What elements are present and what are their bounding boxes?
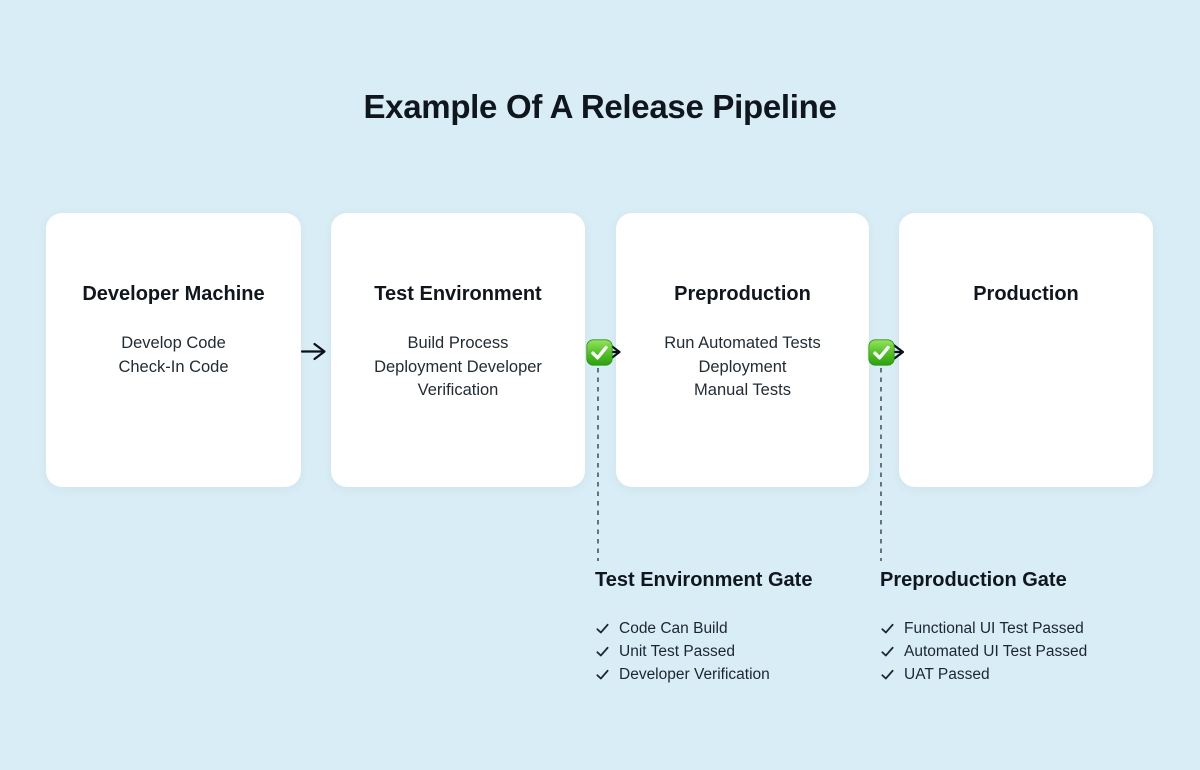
stage-task-list: Build Process Deployment Developer Verif… xyxy=(331,332,585,403)
stage-task-list: Run Automated Tests Deployment Manual Te… xyxy=(616,332,869,403)
stage-title: Production xyxy=(973,283,1079,305)
stage-card-production: Production xyxy=(899,213,1153,487)
stage-task: Deployment xyxy=(698,357,787,376)
gate-preproduction: Preproduction Gate Functional UI Test Pa… xyxy=(880,567,1087,686)
check-icon xyxy=(595,644,610,659)
stage-title: Test Environment xyxy=(374,283,542,305)
gate-criteria-list: Functional UI Test Passed Automated UI T… xyxy=(880,617,1087,686)
gate-title: Preproduction Gate xyxy=(880,569,1067,591)
gate-criterion-label: UAT Passed xyxy=(904,666,990,683)
stage-task-list: Develop Code Check-In Code xyxy=(46,332,301,379)
stage-task: Deployment Developer xyxy=(374,357,542,376)
gate-passed-check-icon xyxy=(868,339,895,366)
gate-passed-check-icon xyxy=(586,339,613,366)
stage-card-preproduction: Preproduction Run Automated Tests Deploy… xyxy=(616,213,869,487)
gate-criterion: Automated UI Test Passed xyxy=(880,640,1087,663)
check-icon xyxy=(880,644,895,659)
flow-arrow-icon xyxy=(300,342,326,361)
gate-criterion-label: Developer Verification xyxy=(619,666,770,683)
gate-criteria-list: Code Can Build Unit Test Passed Develope… xyxy=(595,617,812,686)
check-icon xyxy=(595,667,610,682)
stage-title: Preproduction xyxy=(674,283,811,305)
gate-criterion: Developer Verification xyxy=(595,663,812,686)
gate-criterion-label: Code Can Build xyxy=(619,620,728,637)
stage-card-developer-machine: Developer Machine Develop Code Check-In … xyxy=(46,213,301,487)
stage-title: Developer Machine xyxy=(82,283,265,305)
stage-task: Check-In Code xyxy=(118,357,229,376)
diagram-title: Example Of A Release Pipeline xyxy=(363,88,837,125)
gate-criterion: UAT Passed xyxy=(880,663,1087,686)
stage-card-test-environment: Test Environment Build Process Deploymen… xyxy=(331,213,585,487)
check-icon xyxy=(595,621,610,636)
gate-test-environment: Test Environment Gate Code Can Build Uni… xyxy=(595,567,812,686)
gate-criterion: Functional UI Test Passed xyxy=(880,617,1087,640)
stage-task: Verification xyxy=(417,381,499,399)
stage-task: Manual Tests xyxy=(694,381,791,399)
check-icon xyxy=(880,621,895,636)
stage-task: Run Automated Tests xyxy=(664,334,821,352)
stage-task: Build Process xyxy=(407,334,509,352)
gate-criterion: Code Can Build xyxy=(595,617,812,640)
gate-criterion-label: Functional UI Test Passed xyxy=(904,620,1084,637)
check-icon xyxy=(880,667,895,682)
stage-task: Develop Code xyxy=(121,334,226,352)
gate-criterion: Unit Test Passed xyxy=(595,640,812,663)
gate-criterion-label: Unit Test Passed xyxy=(619,643,736,660)
gate-title: Test Environment Gate xyxy=(595,569,813,591)
gate-criterion-label: Automated UI Test Passed xyxy=(904,643,1088,660)
